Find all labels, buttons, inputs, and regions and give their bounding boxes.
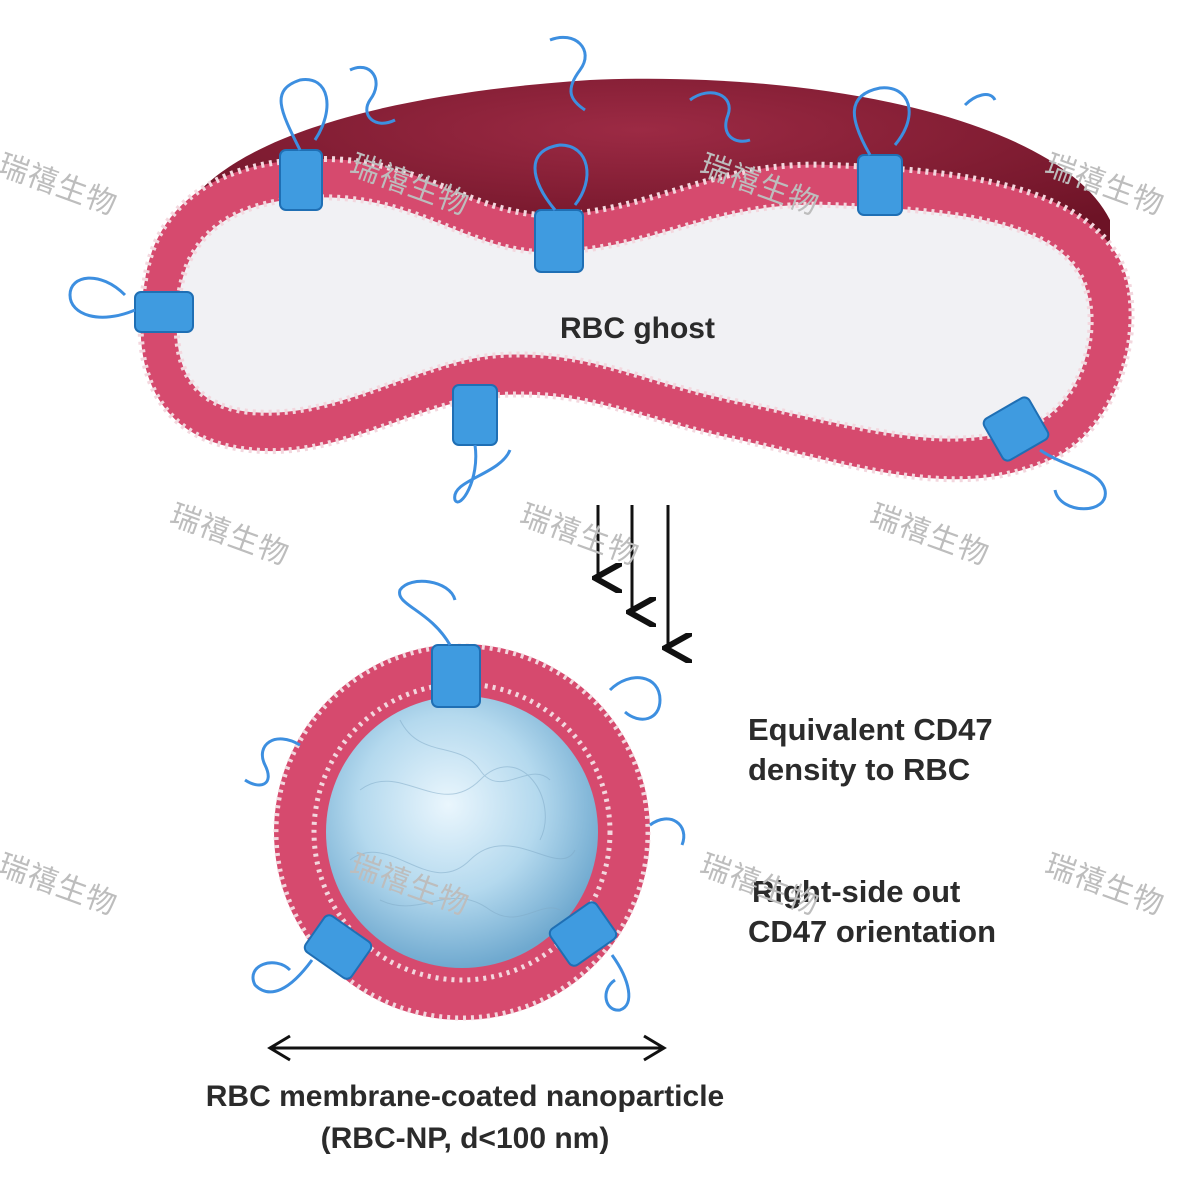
cd47-protein-3 (852, 86, 911, 216)
caption-line1: RBC membrane-coated nanoparticle (205, 1080, 725, 1113)
cd47-tail-2 (549, 35, 587, 112)
density-label-line1: Equivalent CD47 (748, 712, 993, 747)
np-cd47-protein-2 (251, 914, 373, 994)
np-cd47-protein-3 (548, 901, 631, 1012)
np-cd47-tail-3 (649, 817, 686, 846)
cd47-tail-1 (349, 65, 396, 125)
cd47-protein-4 (68, 276, 194, 333)
cd47-tail-4 (963, 93, 997, 107)
core-texture (349, 719, 576, 918)
cd47-tail-3 (689, 91, 751, 143)
cd47-protein-2 (533, 143, 589, 273)
polymeric-core (326, 696, 598, 968)
nanoparticle-membrane-outer-heads (273, 643, 651, 1021)
np-cd47-protein-1 (398, 579, 481, 708)
cd47-protein-1 (279, 78, 329, 211)
rbc-ghost-label: RBC ghost (560, 312, 715, 345)
cd47-protein-5 (452, 384, 512, 504)
orientation-label-line1: Right-side out (752, 874, 961, 909)
rbc-ghost-interior (173, 194, 1094, 442)
density-label-line2: density to RBC (748, 752, 971, 787)
cd47-protein-6 (982, 396, 1107, 511)
diameter-arrow-left-head (267, 1034, 291, 1062)
caption-line2: (RBC-NP, d<100 nm) (320, 1122, 610, 1155)
np-cd47-tail-2 (608, 676, 662, 721)
orientation-label-line2: CD47 orientation (748, 914, 997, 949)
diameter-arrow-right-head (643, 1034, 667, 1062)
np-cd47-tail-1 (244, 737, 301, 787)
